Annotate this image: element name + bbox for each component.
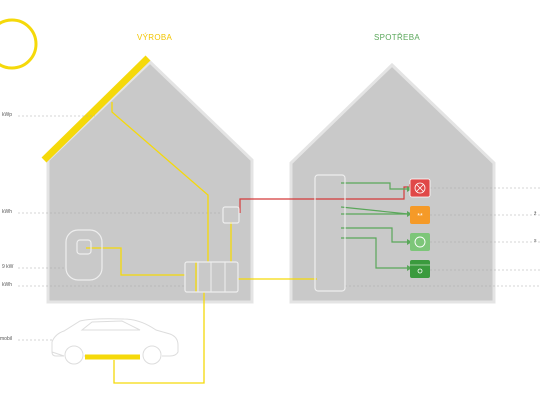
consumption-heading: SPOTŘEBA — [374, 33, 420, 42]
green-supply-lines — [340, 182, 409, 269]
consumption-house — [289, 62, 496, 304]
device-3 — [410, 233, 430, 251]
inverter-label: 9 kW — [2, 264, 14, 270]
meter-label: kWh — [2, 282, 12, 288]
left-leader-lines — [18, 115, 222, 341]
car-label: mobil — [0, 336, 12, 342]
house-body-left — [46, 59, 254, 304]
production-house — [41, 55, 254, 304]
device-2-label: ž — [534, 211, 537, 217]
red-supply-line — [239, 186, 409, 213]
battery-unit — [65, 229, 103, 281]
green-arrows — [407, 186, 412, 271]
sun-icon — [0, 18, 38, 70]
svg-text:**: ** — [417, 213, 423, 220]
device-3-label: s — [534, 238, 537, 244]
device-2: ** — [410, 206, 430, 224]
yellow-power-lines — [86, 102, 317, 384]
production-heading: VÝROBA — [137, 33, 173, 42]
device-4 — [410, 260, 430, 278]
distribution-panel — [314, 174, 346, 292]
device-1 — [409, 178, 431, 198]
panels-label: kWp — [2, 112, 12, 118]
battery-display — [76, 239, 92, 255]
controller-box — [222, 206, 240, 224]
solar-panel — [41, 55, 151, 163]
battery-label: kWh — [2, 209, 12, 215]
house-body-right — [289, 62, 496, 304]
right-leader-lines — [345, 187, 540, 287]
